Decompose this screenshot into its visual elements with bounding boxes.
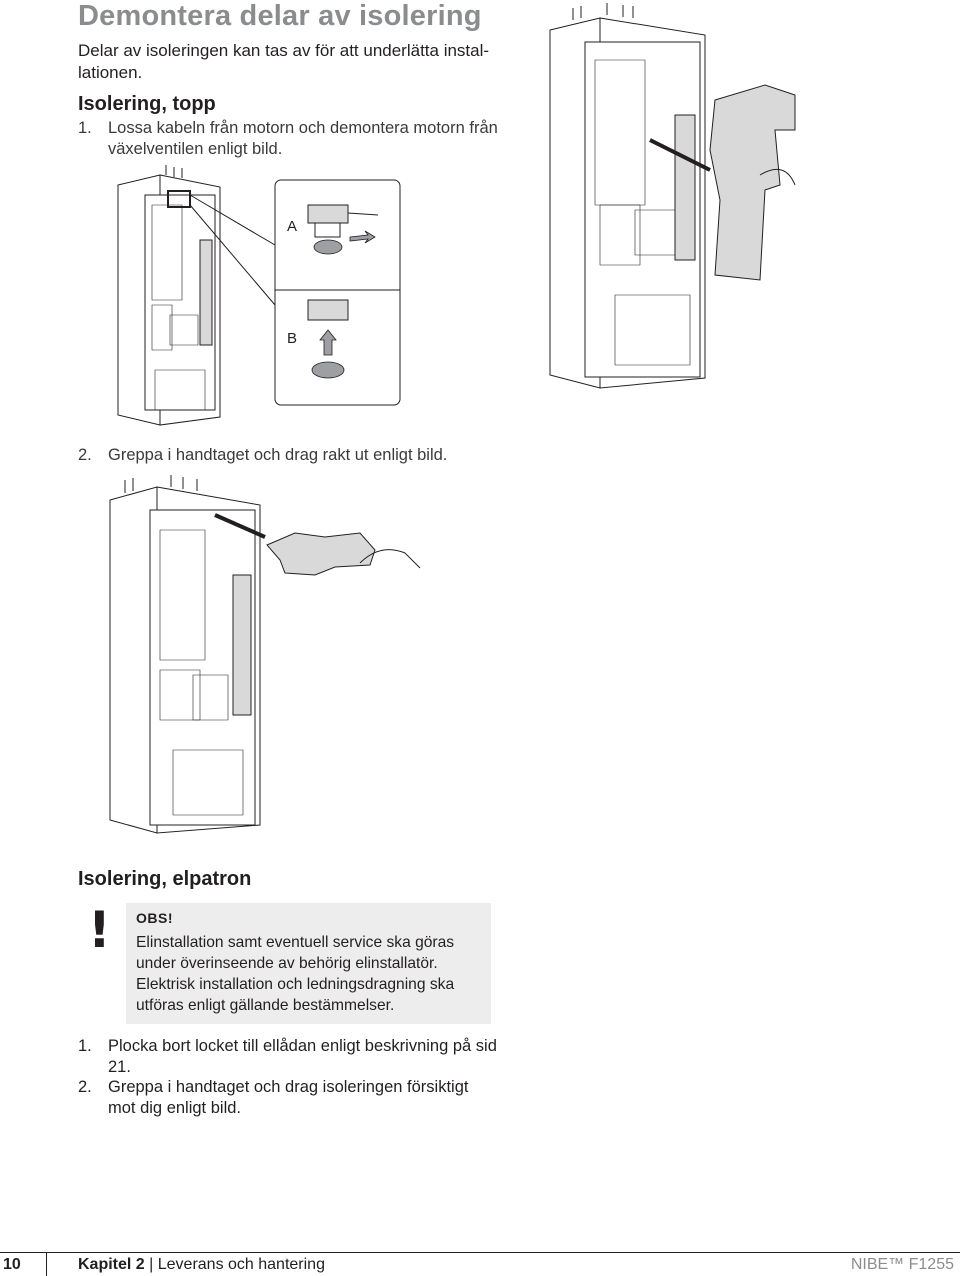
step-text: Plocka bort locket till ellådan enligt b… xyxy=(108,1037,497,1076)
step-number: 2. xyxy=(78,1078,92,1096)
note-body: Elinstallation samt eventuell service sk… xyxy=(136,934,455,1014)
footer-divider xyxy=(46,1252,47,1276)
figure-unit-valve-detail: A B xyxy=(110,165,410,440)
step-2-elpatron: 2. Greppa i handtaget och drag isolering… xyxy=(78,1077,498,1121)
step-1-top: 1. Lossa kabeln från motorn och demonter… xyxy=(78,118,518,162)
chapter-separator: | xyxy=(149,1256,154,1273)
chapter-title: Leverans och hantering xyxy=(157,1256,325,1273)
detail-label-a: A xyxy=(287,218,297,235)
figure-unit-elpatron-insulation xyxy=(105,475,425,840)
note-title: OBS! xyxy=(136,910,173,926)
step-1-elpatron: 1. Plocka bort locket till ellådan enlig… xyxy=(78,1036,498,1080)
step-number: 1. xyxy=(78,1037,92,1055)
footer-rule xyxy=(0,1252,960,1253)
section-heading-elpatron: Isolering, elpatron xyxy=(78,868,252,890)
product-model: F1255 xyxy=(908,1256,954,1273)
page-number: 10 xyxy=(3,1256,21,1273)
footer-product: NIBE™ F1255 xyxy=(851,1256,954,1274)
footer-chapter: Kapitel 2 | Leverans och hantering xyxy=(78,1256,325,1274)
intro-text: Delar av isoleringen kan tas av för att … xyxy=(78,41,490,82)
step-number: 1. xyxy=(78,119,92,137)
page-title: Demontera delar av isolering xyxy=(78,0,482,32)
figure-unit-top-insulation-right xyxy=(545,0,805,395)
product-brand: NIBE™ xyxy=(850,1256,905,1273)
step-text: Lossa kabeln från motorn och demontera m… xyxy=(108,119,498,158)
step-text: Greppa i handtaget och drag isoleringen … xyxy=(108,1078,469,1117)
note-box xyxy=(126,903,491,1024)
step-text: Greppa i handtaget och drag rakt ut enli… xyxy=(108,446,448,464)
chapter-label: Kapitel 2 xyxy=(78,1256,145,1273)
step-number: 2. xyxy=(78,446,92,464)
step-2-top: 2. Greppa i handtaget och drag rakt ut e… xyxy=(78,445,518,467)
detail-label-b: B xyxy=(287,330,297,347)
section-heading-top: Isolering, topp xyxy=(78,93,216,115)
warning-icon: ! xyxy=(88,901,111,959)
